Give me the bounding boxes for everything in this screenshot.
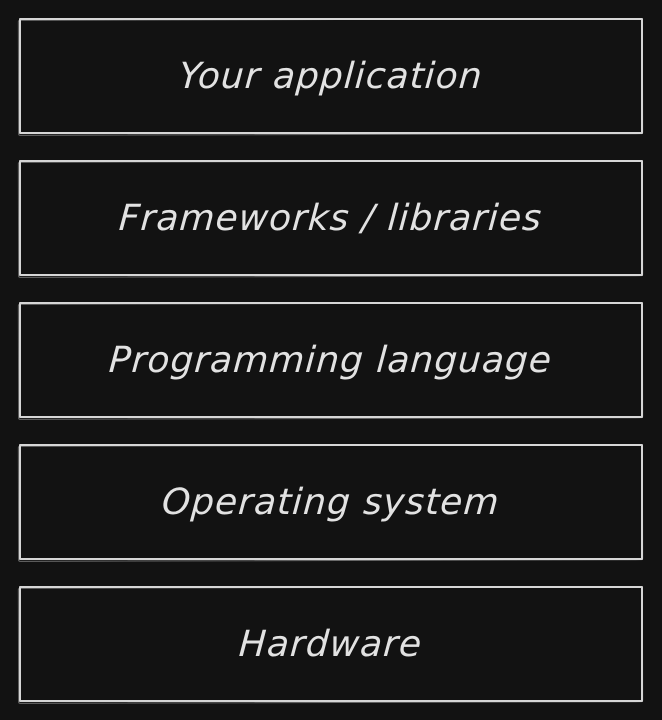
layer-label: Your application	[177, 55, 485, 97]
layer-label: Programming language	[108, 339, 554, 381]
layer-box-frameworks: Frameworks / libraries	[19, 160, 643, 276]
layer-stack-diagram: Your application Frameworks / libraries …	[19, 18, 643, 702]
layer-box-programming-language: Programming language	[19, 302, 643, 418]
layer-box-operating-system: Operating system	[19, 444, 643, 560]
layer-label: Hardware	[237, 623, 425, 665]
layer-box-hardware: Hardware	[19, 586, 643, 702]
layer-label: Operating system	[160, 481, 502, 523]
layer-label: Frameworks / libraries	[118, 197, 544, 239]
layer-box-application: Your application	[19, 18, 643, 134]
